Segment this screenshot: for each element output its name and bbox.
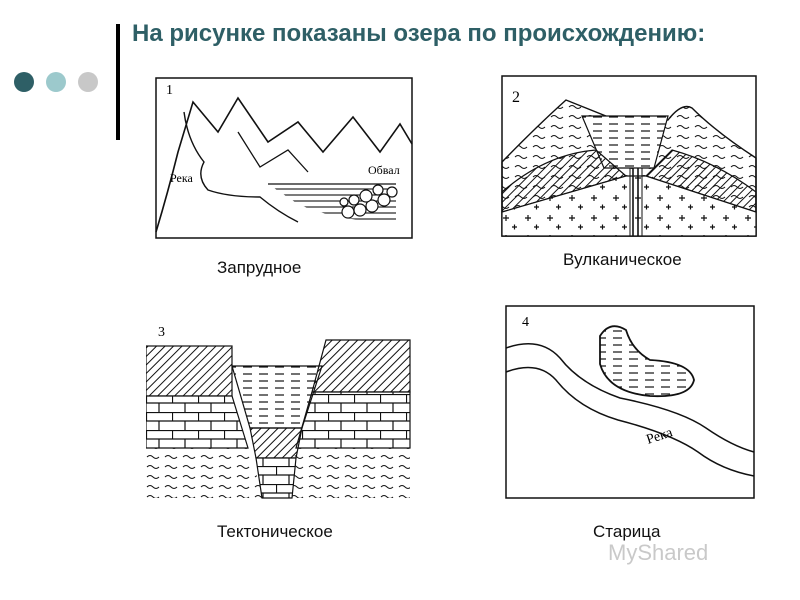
panel-number: 2	[512, 89, 520, 106]
caption-tectonic-lake: Тектоническое	[217, 522, 333, 541]
landslide-label: Обвал	[368, 163, 400, 177]
panel-number: 4	[522, 315, 529, 330]
panel-number: 1	[166, 83, 173, 98]
panel-tectonic-lake: 3	[146, 325, 411, 499]
watermark-logo: MyShared	[608, 540, 709, 565]
river-label: Река	[170, 171, 193, 185]
dot-dark	[14, 72, 34, 92]
panel-dam-lake: 1 Река Обвал	[155, 77, 413, 239]
dot-gray	[78, 72, 98, 92]
title-divider	[116, 24, 120, 140]
slide-dots	[14, 72, 98, 92]
caption-volcanic-lake: Вулканическое	[563, 250, 682, 269]
panel-oxbow-lake: 4 Река	[505, 305, 755, 499]
panel-number: 3	[158, 325, 165, 340]
caption-dam-lake: Запрудное	[217, 258, 302, 277]
page-title: На рисунке показаны озера по происхожден…	[132, 20, 706, 47]
panel-volcanic-lake: 2	[501, 75, 757, 237]
caption-oxbow-lake: Старица	[593, 522, 661, 541]
dot-light	[46, 72, 66, 92]
